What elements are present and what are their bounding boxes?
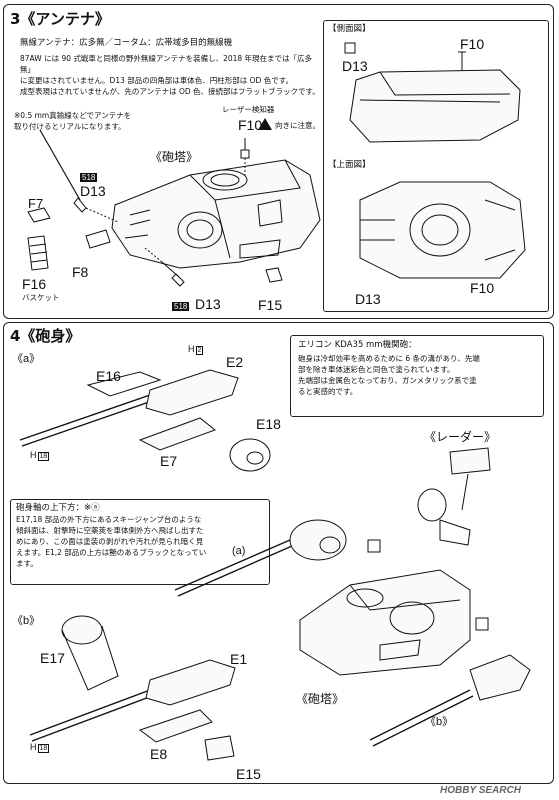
elevation-line: めにあり、この面は塗装の剥がれや汚れが見られ暗く見 (16, 537, 204, 546)
turret-drawing-step3 (111, 159, 321, 269)
part-f7-drawing (27, 207, 51, 223)
part-f16-sub: バスケット (22, 293, 60, 302)
antenna-tip-line: 取り付けるとリアルになります。 (14, 122, 126, 131)
radar-label: 《レーダー》 (424, 430, 497, 444)
part-d13-bottom-drawing (144, 247, 185, 287)
part-number-tag: 518 (172, 302, 190, 311)
callout-a: (a) (232, 545, 246, 557)
part-f16-label: F16 (22, 276, 47, 292)
antenna-tip: ※0.5 mm真鍮線などでアンテナを 取り付けるとリアルになります。 (14, 110, 131, 132)
elevation-line: E17,18 部品の外下方にあるスキージャンプ台のような (16, 515, 202, 524)
part-e1: E1 (230, 651, 248, 667)
elevation-line: ます。 (16, 559, 38, 568)
paint-icon-b (475, 617, 489, 631)
part-d13-label: D13 (80, 183, 106, 199)
part-f15-drawing (265, 267, 283, 283)
laser-detector-label: レーザー検知器 (222, 105, 275, 114)
antenna-note: 無線アンテナ：広多無／コータム：広帯域多目的無線機 87AW には 90 式戦車… (20, 38, 320, 97)
part-h18-num: 18 (37, 452, 50, 461)
part-f15: F15 (258, 297, 283, 313)
elevation-note (10, 499, 270, 585)
radar-drawing (417, 447, 491, 546)
side-view-drawing (344, 42, 521, 143)
turret-label-step3: 《砲塔》 (150, 150, 199, 164)
caution-text: 向きに注意。 (275, 121, 320, 130)
gun-on-turret-b (369, 654, 531, 747)
top-view-drawing (359, 181, 526, 279)
part-f8-drawing (85, 229, 111, 249)
top-f10-label: F10 (470, 280, 495, 296)
oerlikon-title: エリコン KDA35 mm機関砲： (298, 340, 417, 350)
part-e18: E18 (256, 416, 281, 432)
part-f16-drawing (27, 235, 49, 271)
side-f10-label: F10 (460, 36, 485, 52)
part-h2-num: 2 (195, 346, 204, 355)
part-h18-num: 18 (37, 744, 50, 753)
step3-title: 3《アンテナ》 (10, 10, 110, 28)
antenna-tip-line: ※0.5 mm真鍮線などでアンテナを (14, 111, 132, 120)
part-e8: E8 (150, 746, 168, 762)
part-h-letter: H (188, 344, 195, 354)
gun-on-turret-a (174, 519, 347, 597)
laser-detector-part (240, 138, 250, 178)
oerlikon-note-text: エリコン KDA35 mm機関砲： 砲身は冷却効率を高めるために 6 条の溝があ… (298, 340, 538, 397)
paint-icon-a (367, 539, 381, 553)
variant-b-label: 《b》 (12, 615, 41, 627)
part-f10-main: F10 (238, 117, 263, 133)
oerlikon-line: 砲身は冷却効率を高めるために 6 条の溝があり、先端 (298, 354, 480, 363)
top-view-label: 【上面図】 (328, 160, 371, 170)
antenna-note-line: に変更はされていません。D13 部品の四角部は車体色、円柱形部は OD 色です。 (20, 76, 293, 85)
variant-a-label: 《a》 (12, 353, 41, 365)
part-e17: E17 (40, 650, 65, 666)
part-number-tag: 518 (80, 173, 98, 182)
elevation-line: 傾斜面は、射撃時に空薬莢を車体側外方へ飛ばし出すた (16, 526, 204, 535)
antenna-note-line: 成型表現はされていませんが、先のアンテナは OD 色、接続部はフラットブラックで… (20, 87, 320, 96)
gun-assembly-a (19, 369, 271, 472)
part-e16: E16 (96, 368, 121, 384)
part-d13-top: 518 D13 (80, 168, 106, 199)
callout-b: 《b》 (425, 716, 454, 728)
part-h-letter: H (30, 742, 37, 752)
antenna-note-line: 87AW には 90 式戦車と同様の野外無線アンテナを装備し、2018 年現在ま… (20, 54, 313, 74)
oerlikon-line: 先端部は金属色となっており、ガンメタリック系で塗 (298, 376, 477, 385)
part-f8: F8 (72, 264, 89, 280)
turret-label-step4: 《砲塔》 (296, 692, 345, 706)
elevation-title: 砲身軸の上下方：※ⓐ (16, 503, 100, 513)
gun-assembly-b (29, 615, 236, 761)
part-f7: F7 (28, 196, 44, 211)
part-d13-label: D13 (194, 296, 221, 312)
part-e2: E2 (226, 354, 244, 370)
part-d13-bottom: 518 D13 (172, 296, 221, 312)
part-e15: E15 (236, 766, 261, 782)
oerlikon-line: ると実感的です。 (298, 387, 358, 396)
oerlikon-note (290, 335, 544, 417)
step4-title: 4《砲身》 (10, 327, 81, 345)
antenna-note-title: 無線アンテナ：広多無／コータム：広帯域多目的無線機 (20, 38, 233, 48)
turret-drawing-step4 (299, 569, 471, 676)
antenna-part (39, 129, 119, 223)
part-f16: F16 バスケット (22, 276, 60, 303)
part-h-letter: H (30, 450, 37, 460)
elevation-note-text: 砲身軸の上下方：※ⓐ E17,18 部品の外下方にあるスキージャンプ台のような … (16, 503, 266, 569)
top-d13-label: D13 (355, 291, 381, 307)
caution-icon (258, 118, 272, 130)
elevation-line: えます。E1,2 部品の上方は艶のあるブラックとなってい (16, 548, 207, 557)
oerlikon-line: 部を除き車体迷彩色と同色で塗られています。 (298, 365, 455, 374)
part-e7: E7 (160, 453, 178, 469)
side-view-label: 【側面図】 (328, 24, 371, 34)
side-d13-label: D13 (342, 58, 368, 74)
watermark-logo: HOBBY SEARCH (440, 785, 521, 796)
